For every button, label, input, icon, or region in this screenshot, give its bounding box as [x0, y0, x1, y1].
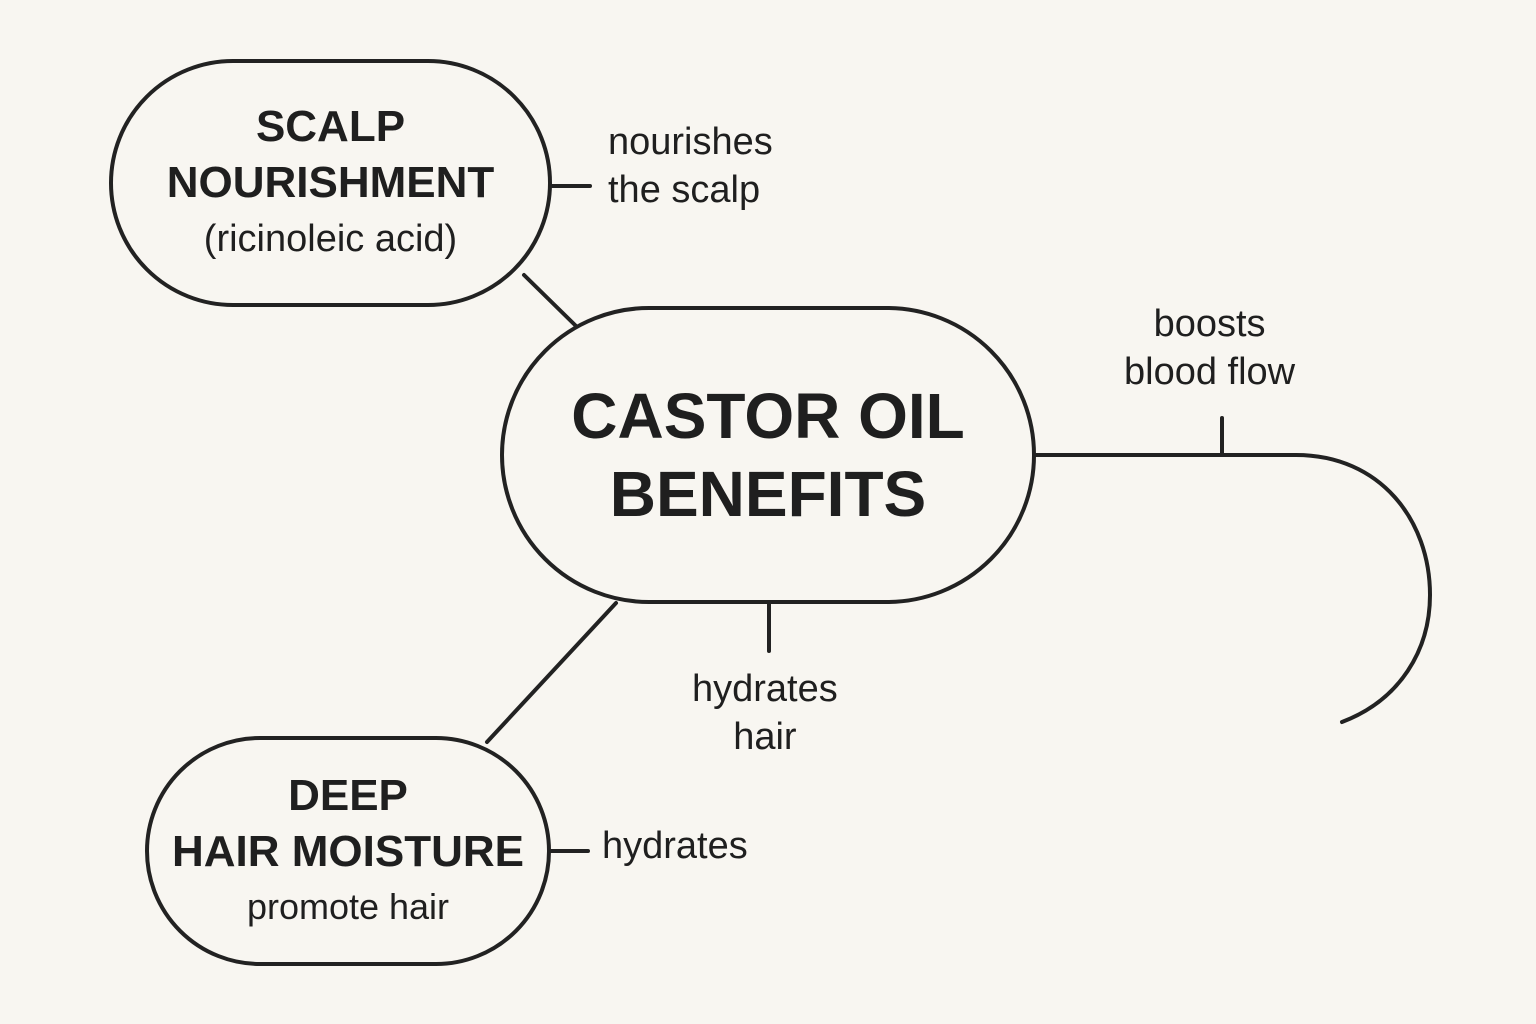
label-line: hair	[733, 716, 797, 758]
label-line: boosts	[1153, 303, 1266, 345]
node-title: NOURISHMENT	[166, 158, 495, 207]
connector-center-curve	[1034, 453, 1433, 724]
center-title: BENEFITS	[609, 458, 927, 530]
node-title: HAIR MOISTURE	[172, 827, 524, 876]
label-line: blood flow	[1124, 351, 1296, 393]
node-scalp-nourishment: SCALP NOURISHMENT (ricinoleic acid)	[109, 59, 552, 307]
connector-scalp-center	[522, 273, 578, 328]
label-line: hydrates	[692, 668, 838, 710]
node-title: DEEP	[288, 771, 408, 820]
node-subtitle: (ricinoleic acid)	[203, 218, 458, 260]
center-title: CASTOR OIL	[571, 380, 965, 452]
label-line: the scalp	[608, 169, 761, 211]
node-subtitle: promote hair	[246, 886, 450, 927]
label-nourishes-the-scalp: nourishes the scalp	[608, 118, 773, 214]
node-castor-oil-benefits: CASTOR OIL BENEFITS	[500, 306, 1036, 604]
label-hydrates-hair: hydrates hair	[692, 665, 838, 761]
label-line: nourishes	[608, 121, 773, 163]
label-boosts-blood-flow: boosts blood flow	[1124, 300, 1295, 396]
connector-center-moisture	[485, 601, 618, 744]
node-title: SCALP	[255, 102, 406, 151]
label-line: hydrates	[602, 825, 748, 867]
node-deep-hair-moisture: DEEP HAIR MOISTURE promote hair	[145, 736, 551, 966]
label-hydrates: hydrates	[602, 822, 748, 870]
